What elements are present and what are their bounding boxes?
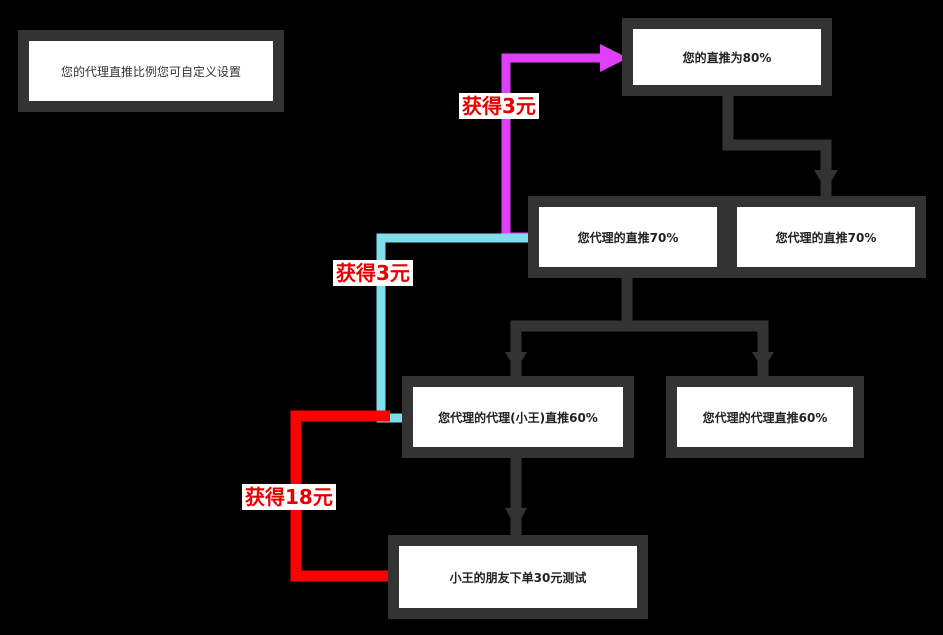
arrowhead-mid-right bbox=[814, 170, 838, 190]
node-mid-right: 您代理的直推70% bbox=[726, 196, 926, 278]
node-low-right: 您代理的代理直推60% bbox=[666, 376, 864, 458]
label-magenta: 获得3元 bbox=[459, 93, 539, 119]
cyan-path bbox=[376, 233, 532, 423]
label-cyan: 获得3元 bbox=[333, 260, 413, 286]
connector-mid-left-to-lower bbox=[510, 278, 769, 376]
label-red: 获得18元 bbox=[242, 484, 336, 510]
node-mid-left: 您代理的直推70% bbox=[528, 196, 728, 278]
arrowhead-low-right bbox=[752, 352, 774, 370]
arrowhead-low-left bbox=[505, 352, 527, 370]
connector-top-to-mid-right bbox=[722, 96, 832, 196]
node-order: 小王的朋友下单30元测试 bbox=[388, 535, 648, 619]
node-intro: 您的代理直推比例您可自定义设置 bbox=[18, 30, 284, 112]
node-low-left: 您代理的代理(小王)直推60% bbox=[402, 376, 634, 458]
magenta-arrowhead bbox=[600, 44, 628, 72]
arrowhead-order bbox=[505, 508, 527, 528]
node-top: 您的直推为80% bbox=[622, 18, 832, 96]
